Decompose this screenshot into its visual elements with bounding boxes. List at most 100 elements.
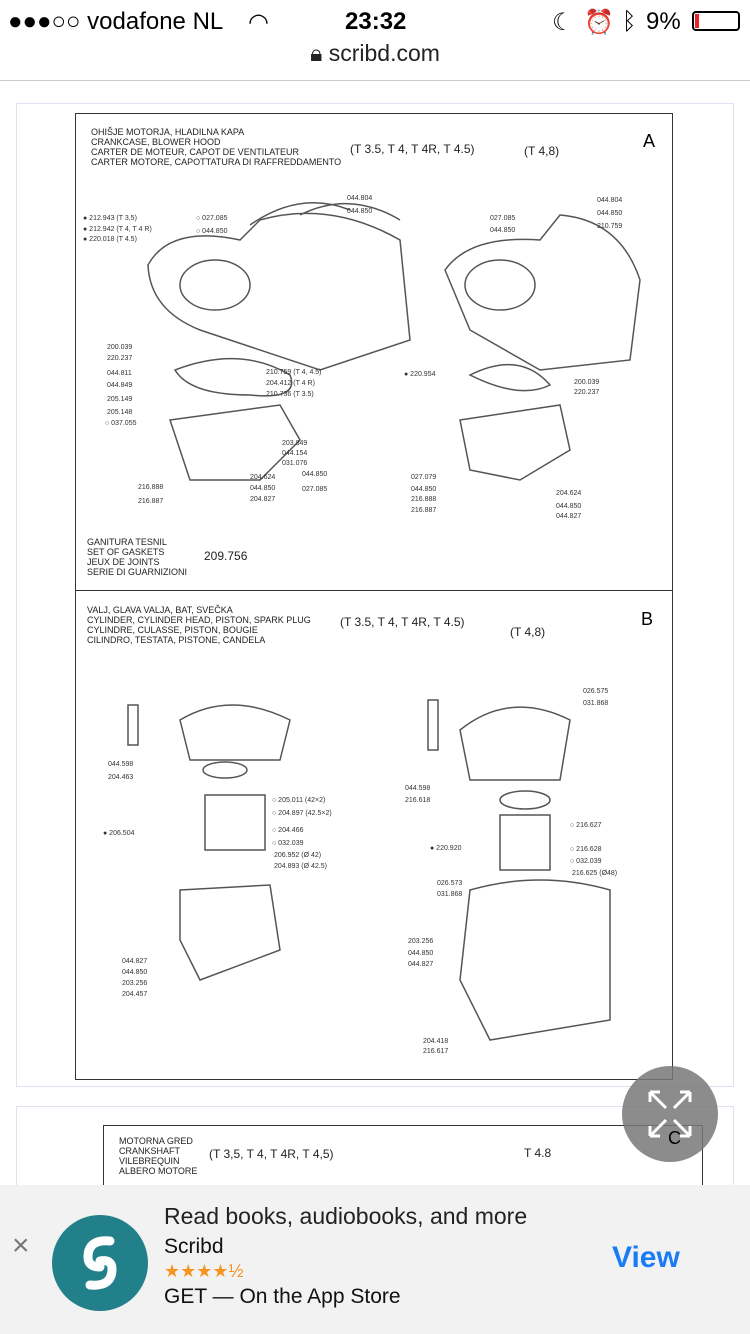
crankcase-bearing	[179, 259, 251, 311]
battery-percent: 9%	[646, 8, 681, 35]
part-number-label: 216.617	[423, 1048, 449, 1055]
part-number-label: 031.076	[282, 460, 308, 467]
part-number-label: ○ 027.085	[196, 215, 228, 222]
lock-icon: 🔒︎	[310, 40, 329, 66]
banner-headline: Read books, audiobooks, and more	[164, 1203, 528, 1229]
part-number-label: ● 206.504	[103, 830, 135, 837]
part-number-label: 026.575	[583, 688, 609, 695]
part-number-label: 031.868	[437, 891, 463, 898]
part-number-label: 204.893 (Ø 42.5)	[274, 863, 327, 870]
part-number-label: 204.463	[108, 774, 134, 781]
part-number-label: ● 220.018 (T 4.5)	[83, 236, 137, 243]
part-number-label: 027.085	[302, 486, 328, 493]
carrier: ●●●○○ vodafone NL	[8, 8, 224, 35]
part-number-label: 216.888	[138, 484, 164, 491]
part-number-label: ○ 032.039	[570, 858, 602, 865]
part-number-label: ○ 032.039	[272, 840, 304, 847]
part-number-label: 203.849	[282, 440, 308, 447]
divider	[0, 80, 750, 81]
part-number-label: 204.827	[250, 496, 276, 503]
part-number-label: 204.457	[122, 991, 148, 998]
lower-case-right-drawing	[459, 404, 571, 481]
part-number-label: 216.888	[411, 496, 437, 503]
part-number-label: 044.598	[108, 761, 134, 768]
app-banner: × Read books, audiobooks, and more Scrib…	[0, 1185, 750, 1334]
part-number-label: 044.850	[556, 503, 582, 510]
part-number-label: 216.618	[405, 797, 431, 804]
part-number-label: 200.039	[574, 379, 600, 386]
section-a-model-alt: (T 4,8)	[524, 144, 560, 158]
gasket-drawing	[173, 357, 293, 397]
fullscreen-button[interactable]	[622, 1066, 718, 1162]
app-store-text: GET — On the App Store	[164, 1285, 401, 1308]
part-number-label: 027.085	[490, 215, 516, 222]
part-number-label: 027.079	[411, 474, 437, 481]
rating-stars: ★★★★½	[164, 1261, 244, 1281]
part-number-label: 205.149	[107, 396, 133, 403]
part-number-label: 044.850	[490, 227, 516, 234]
section-b	[75, 590, 673, 1080]
section-a-models: (T 3.5, T 4, T 4R, T 4.5)	[350, 142, 475, 156]
section-c-model-alt: T 4.8	[524, 1146, 552, 1160]
section-b-model-alt: (T 4,8)	[510, 625, 546, 639]
part-number-label: 216.887	[138, 498, 164, 505]
battery-icon	[692, 11, 740, 31]
status-bar: ●●●○○ vodafone NL ◠ 23:32 ☾ ⏰ ᛒ 9%	[0, 0, 750, 40]
cylinder-right-drawing	[459, 879, 611, 1041]
part-number-label: ○ 204.466	[272, 827, 304, 834]
section-c-letter: C	[668, 1128, 681, 1148]
part-number-label: 044.850	[408, 950, 434, 957]
part-number-label: 220.237	[574, 389, 600, 396]
part-number-label: 044.804	[597, 197, 623, 204]
spark-plug-right-drawing	[427, 699, 439, 751]
part-number-label: ○ 216.628	[570, 846, 602, 853]
part-number-label: 044.804	[347, 195, 373, 202]
blower-hood-drawing	[249, 201, 401, 226]
cylinder-head-right-drawing	[459, 706, 571, 781]
part-number-label: 044.827	[556, 513, 582, 520]
part-number-label: 044.850	[250, 485, 276, 492]
part-number-label: 216.625 (Ø48)	[572, 870, 618, 877]
lower-case-drawing	[169, 404, 301, 481]
close-banner-button[interactable]: ×	[12, 1229, 30, 1262]
part-number-label: ○ 044.850	[196, 228, 228, 235]
part-number-label: 204.418	[423, 1038, 449, 1045]
url-bar[interactable]: 🔒︎ scribd.com	[0, 40, 750, 67]
section-b-models: (T 3.5, T 4, T 4R, T 4.5)	[340, 615, 465, 629]
clock: 23:32	[345, 8, 407, 35]
section-b-letter: B	[641, 609, 654, 629]
piston-drawing	[204, 794, 266, 851]
expand-icon	[648, 1090, 692, 1138]
part-number-label: 044.850	[347, 208, 373, 215]
view-button[interactable]: View	[612, 1241, 680, 1274]
part-number-label: 206.952 (Ø 42)	[274, 852, 322, 859]
part-number-label: 203.256	[122, 980, 148, 987]
part-number-label: ○ 216.627	[570, 822, 602, 829]
piston-ring-right-drawing	[499, 790, 551, 810]
part-number-label: 210.759 (T 4, 4.5)	[266, 369, 322, 376]
part-number-label: 031.868	[583, 700, 609, 707]
section-c-models: (T 3,5, T 4, T 4R, T 4,5)	[209, 1147, 334, 1161]
part-number-label: 044.811	[107, 370, 132, 377]
part-number-label: ○ 204.897 (42.5×2)	[272, 810, 332, 817]
part-number-label: ○ 037.055	[105, 420, 137, 427]
part-number-label: 204.624	[556, 490, 582, 497]
part-number-label: 044.598	[405, 785, 431, 792]
part-number-label: 044.827	[122, 958, 148, 965]
part-number-label: 044.850	[302, 471, 328, 478]
piston-right-drawing	[499, 814, 551, 871]
part-number-label: ● 220.920	[430, 845, 462, 852]
part-number-label: 205.148	[107, 409, 133, 416]
spark-plug-drawing	[127, 704, 139, 746]
cylinder-head-drawing	[179, 704, 291, 761]
part-number-label: 204.624	[250, 474, 276, 481]
part-number-label: 204.412 (T 4 R)	[266, 380, 315, 387]
wifi-icon: ◠	[248, 9, 269, 36]
crankcase-drawing	[147, 212, 411, 371]
url-text: scribd.com	[328, 40, 440, 66]
part-number-label: 044.850	[411, 486, 437, 493]
